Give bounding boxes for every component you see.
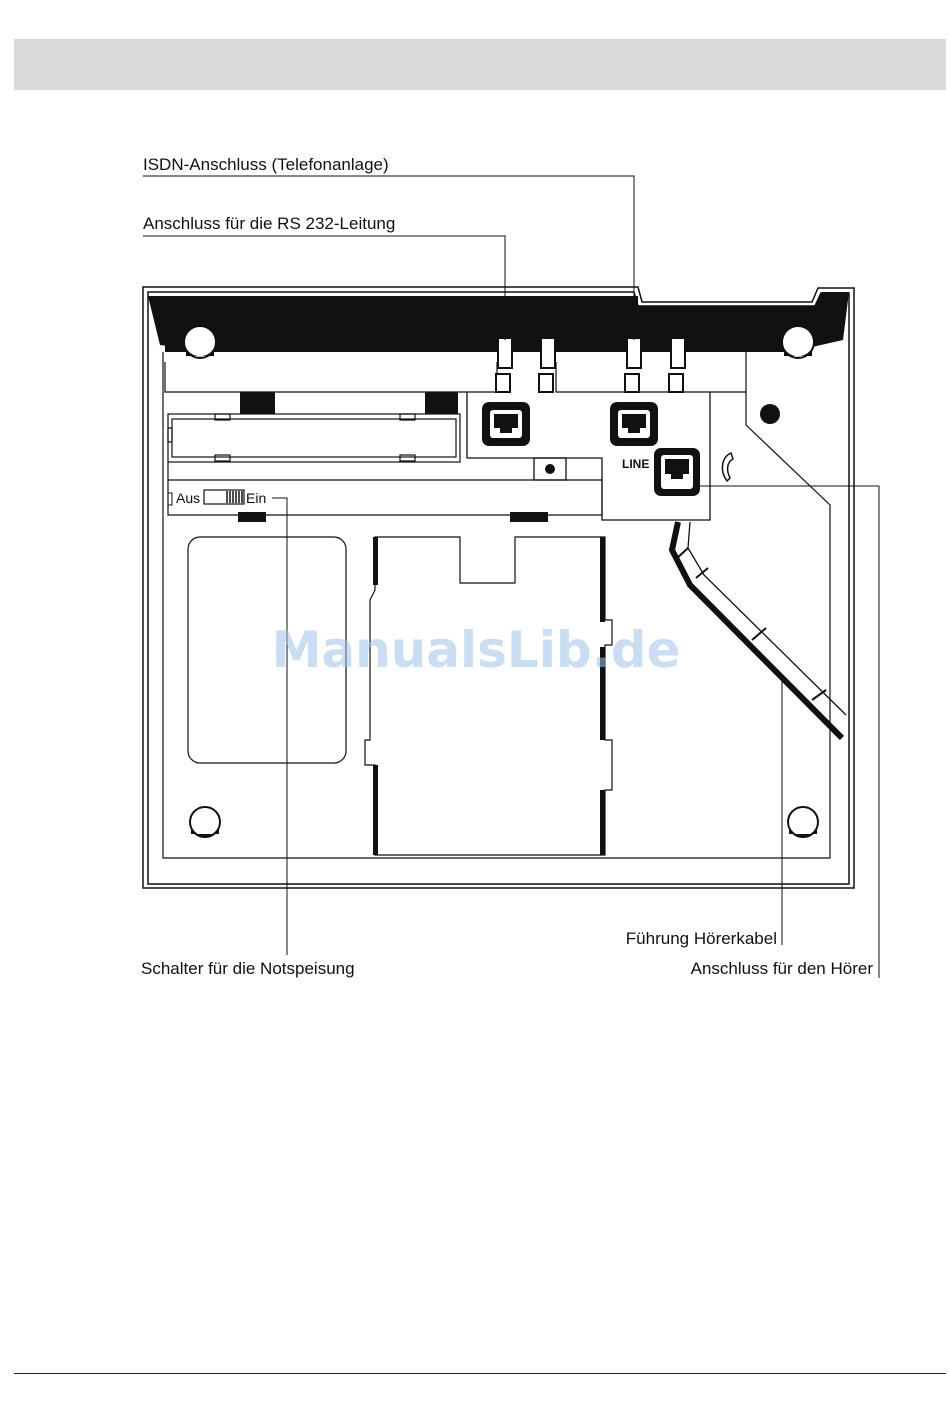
compartment-walls: [373, 537, 605, 855]
switch-off-label: Aus: [176, 490, 200, 506]
callout-schalter: Schalter für die Notspeisung: [141, 959, 355, 978]
callout-isdn: ISDN-Anschluss (Telefonanlage): [143, 155, 389, 174]
rj-jack-isdn: [610, 402, 658, 446]
rj-jack-handset: [654, 448, 700, 496]
indicator-hole: [760, 404, 780, 424]
footer-rule: [14, 1373, 946, 1374]
handset-icon: [722, 453, 733, 481]
callout-rs232: Anschluss für die RS 232-Leitung: [143, 214, 395, 233]
watermark: ManualsLib.de: [272, 621, 681, 679]
line-port-label: LINE: [622, 457, 649, 471]
lower-compartment: [188, 537, 612, 855]
callout-hoerer: Anschluss für den Hörer: [691, 959, 874, 978]
cable-guide: [672, 522, 846, 738]
callout-fuehrung: Führung Hörerkabel: [626, 929, 777, 948]
switch-on-label: Ein: [246, 490, 266, 506]
rj-jack-rs232: [482, 402, 530, 446]
